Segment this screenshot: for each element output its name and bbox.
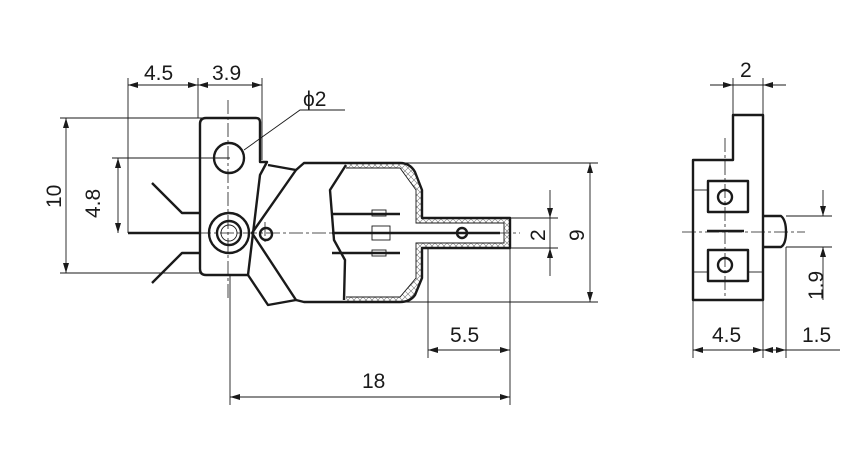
dim-hole-diameter: ϕ2 (303, 88, 326, 111)
wire-leads (128, 182, 200, 284)
dim-hole-offset: 4.8 (82, 189, 105, 218)
dim-width-right: 3.9 (212, 62, 241, 85)
dim-body-width: 4.5 (712, 324, 741, 347)
dim-pin-length: 1.5 (802, 324, 831, 347)
terminal-upper (706, 179, 750, 214)
lever-arm (247, 163, 298, 307)
dim-width-left: 4.5 (144, 62, 173, 85)
dim-total-length: 18 (362, 370, 385, 393)
dim-total-height: 10 (43, 185, 66, 208)
dim-channel-length: 5.5 (450, 324, 479, 347)
dim-pin-diameter: 1.9 (805, 271, 828, 300)
housing-cutaway (328, 164, 348, 301)
terminal-lower (706, 248, 750, 283)
channel-rivet (455, 226, 469, 240)
pivot-outer (207, 211, 251, 255)
mounting-block (198, 116, 269, 277)
dim-channel-width: 2 (527, 229, 550, 241)
dim-housing-height: 9 (566, 229, 589, 241)
contact (371, 225, 391, 241)
side-view: 2 4.5 1.5 1.9 (682, 59, 840, 358)
plunger-pin (763, 214, 788, 249)
rivet (258, 226, 274, 242)
dim-tab-width: 2 (740, 59, 752, 82)
front-view: ϕ2 4.5 3.9 10 4.8 2 9 5.5 18 (43, 62, 598, 405)
